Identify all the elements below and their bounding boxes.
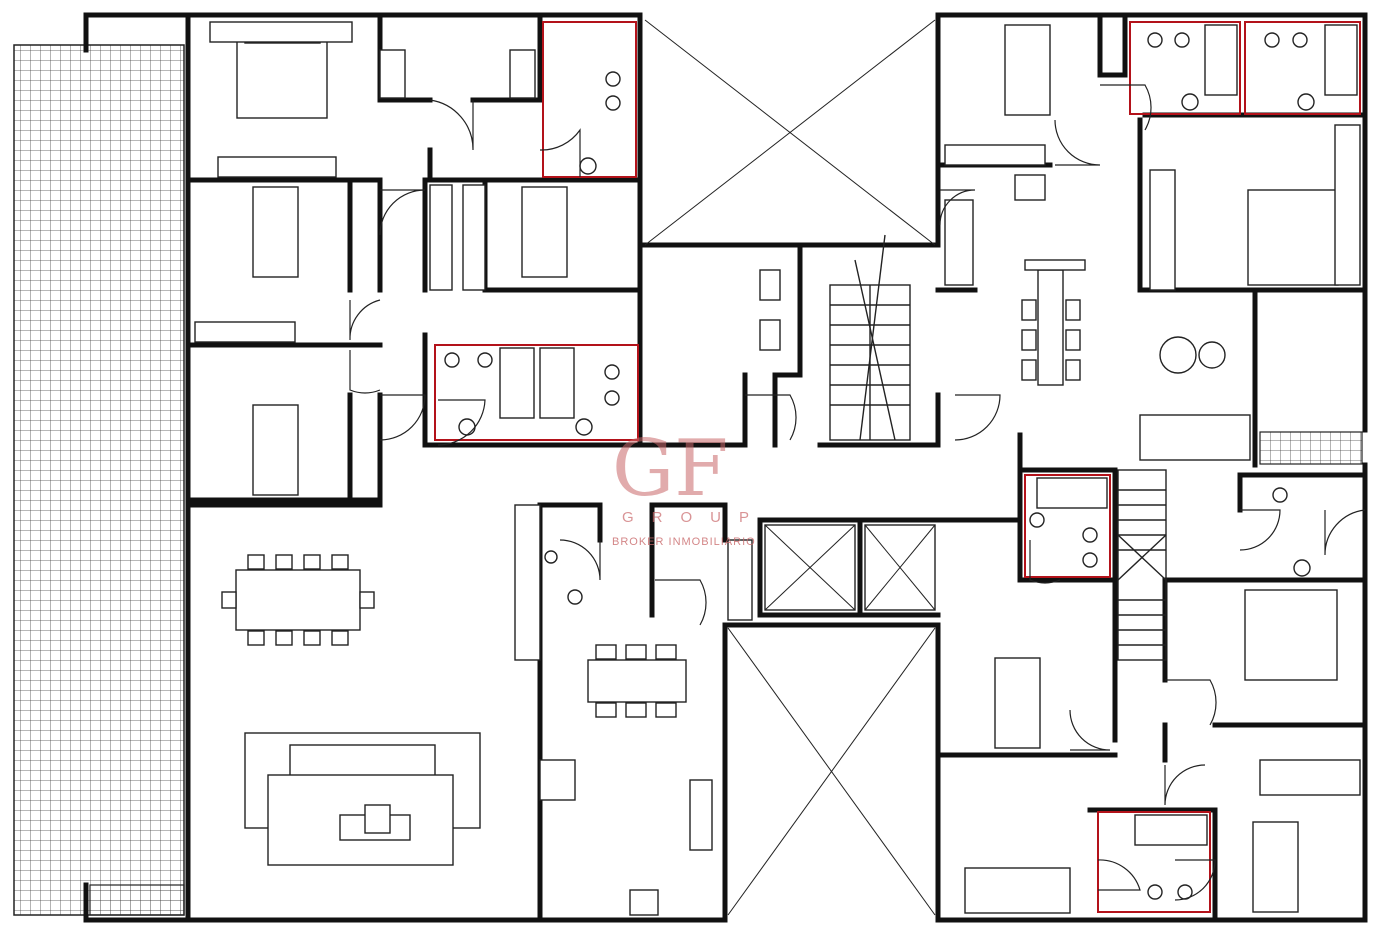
terrace xyxy=(13,44,185,916)
dining-table-left xyxy=(221,554,375,646)
stairs-right xyxy=(1117,469,1167,661)
balcony-right xyxy=(1259,431,1363,465)
door-swings xyxy=(349,84,1366,901)
light-well-top xyxy=(644,19,936,246)
beds xyxy=(236,24,1339,914)
exterior-walls xyxy=(83,12,1368,923)
elevator-shafts xyxy=(764,524,936,611)
living-room-sofa xyxy=(244,732,481,866)
logo-mark: GF xyxy=(612,424,728,514)
logo-group-text: GROUP xyxy=(622,509,767,526)
interior-walls-left xyxy=(185,17,778,923)
dining-table-right xyxy=(1021,259,1086,386)
dining-table-center xyxy=(587,644,687,718)
kitchen-counters xyxy=(629,174,1046,916)
storage-units xyxy=(194,21,1361,801)
logo-subtitle: BROKER INMOBILIARIO xyxy=(612,536,756,548)
company-logo: GF GROUP BROKER INMOBILIARIO xyxy=(612,424,767,548)
stairs-core xyxy=(829,234,911,441)
wet-rooms xyxy=(434,21,1361,913)
bathtubs xyxy=(499,24,1358,846)
toilets-sinks xyxy=(444,32,1315,900)
light-well-bottom xyxy=(727,627,936,916)
round-tables xyxy=(1159,336,1226,374)
